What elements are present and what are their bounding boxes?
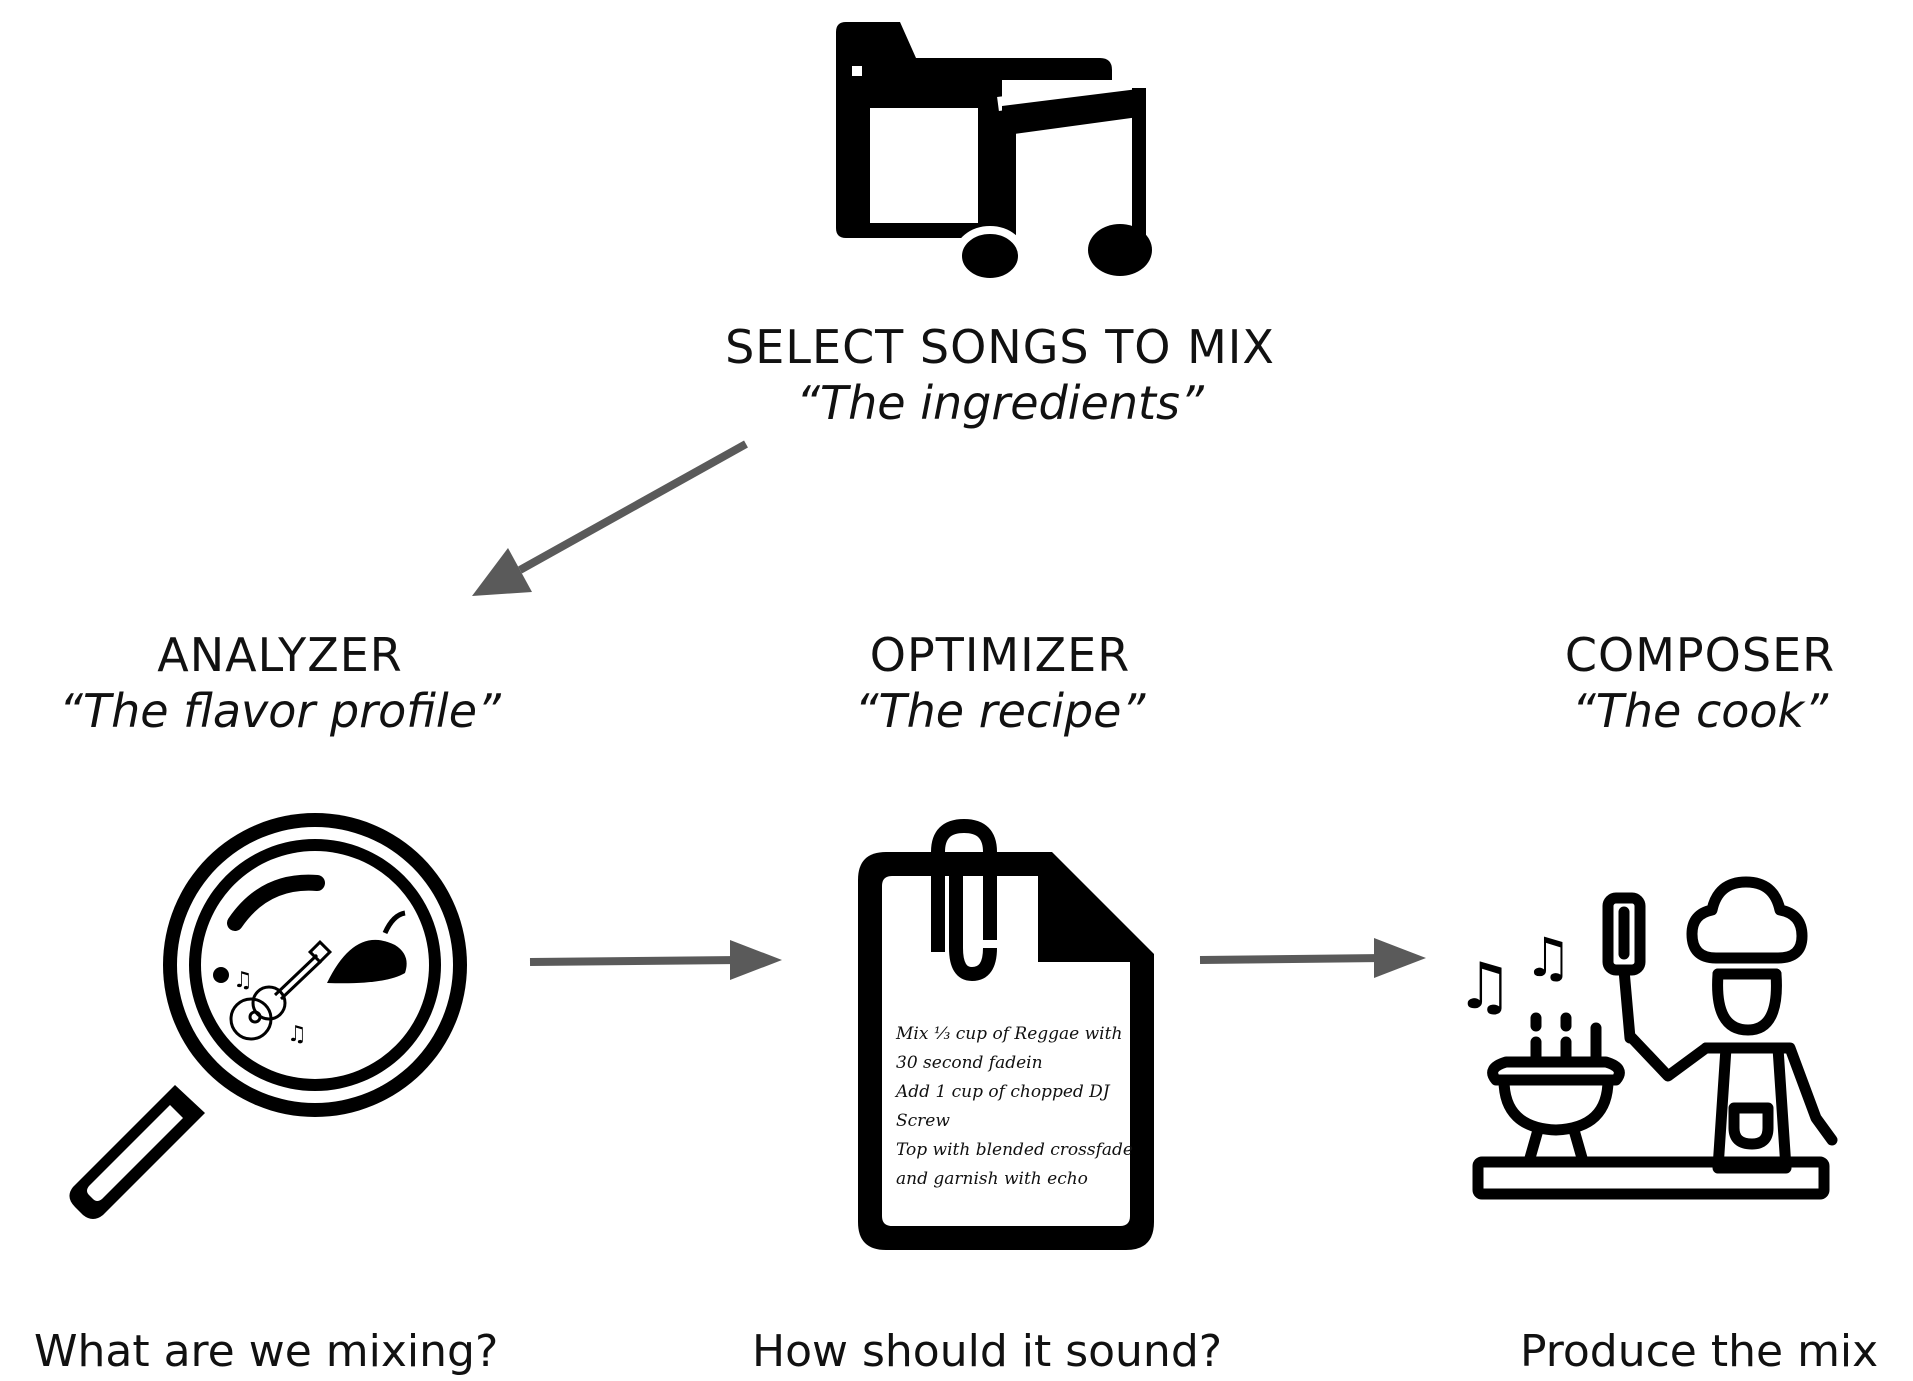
composer-title: COMPOSER <box>1564 628 1836 682</box>
analyzer-subtitle: “The flavor profile” <box>59 684 501 738</box>
music-folder-icon <box>836 22 1157 286</box>
recipe-line: Mix ⅓ cup of Reggae with <box>896 1024 1123 1044</box>
recipe-line: 30 second fadein <box>896 1053 1043 1073</box>
analyzer-question: What are we mixing? <box>34 1326 499 1377</box>
recipe-document-icon <box>858 818 1154 1250</box>
analyzer-title: ANALYZER <box>157 628 403 682</box>
svg-text:♫: ♫ <box>1524 926 1572 989</box>
recipe-line: Add 1 cup of chopped DJ <box>896 1082 1110 1102</box>
composer-question: Produce the mix <box>1520 1326 1879 1377</box>
chef-cooking-icon: ♫ ♫ <box>1456 876 1838 1200</box>
svg-text:♫: ♫ <box>1456 950 1513 1024</box>
optimizer-title: OPTIMIZER <box>869 628 1131 682</box>
composer-subtitle: “The cook” <box>1571 684 1829 738</box>
select-songs-subtitle: “The ingredients” <box>796 376 1204 430</box>
recipe-text: Mix ⅓ cup of Reggae with 30 second fadei… <box>896 1020 1146 1194</box>
optimizer-subtitle: “The recipe” <box>854 684 1146 738</box>
recipe-line: and garnish with echo <box>896 1169 1088 1189</box>
magnifying-glass-icon: ♫ ♫ <box>69 813 467 1219</box>
svg-text:♫: ♫ <box>233 968 253 993</box>
svg-text:♫: ♫ <box>287 1022 307 1047</box>
recipe-line: Screw <box>896 1111 950 1131</box>
select-songs-title: SELECT SONGS TO MIX <box>725 320 1275 374</box>
optimizer-question: How should it sound? <box>752 1326 1223 1377</box>
recipe-line: Top with blended crossfade <box>896 1140 1133 1160</box>
